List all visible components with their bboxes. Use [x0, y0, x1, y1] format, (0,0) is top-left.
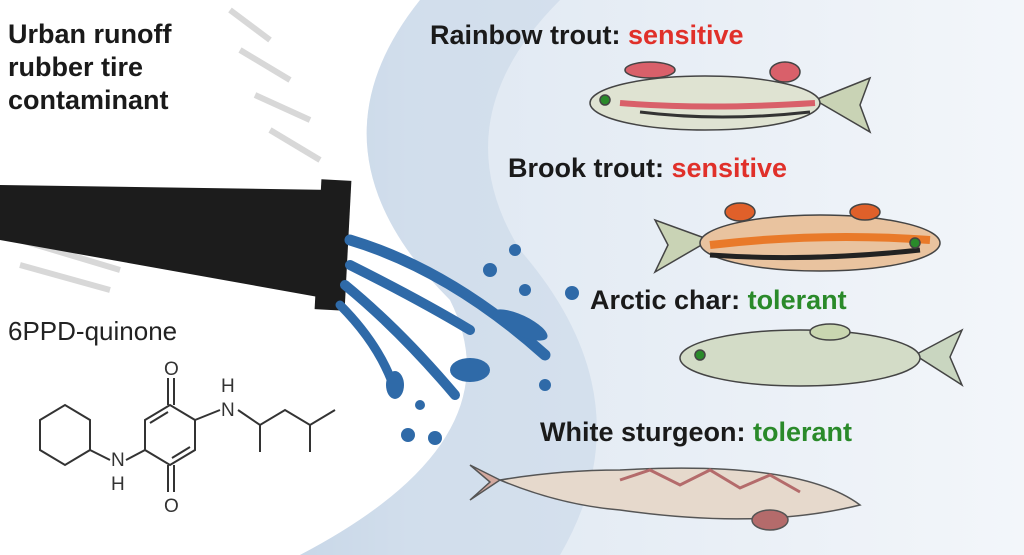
chem-atom-labels: O O N H N H	[111, 359, 235, 517]
species-label-rainbow-trout: Rainbow trout: sensitive	[430, 20, 744, 50]
compound-name: 6PPD-quinone	[8, 316, 177, 346]
water-drops	[386, 244, 579, 445]
atom-o-top: O	[164, 359, 179, 380]
rainbow-trout-illustration	[589, 61, 872, 134]
species-label-arctic-char: Arctic char: tolerant	[590, 285, 847, 315]
brook-trout-illustration	[653, 202, 941, 274]
atom-n-right: N	[221, 400, 235, 421]
species-label-white-sturgeon: White sturgeon: tolerant	[540, 417, 852, 447]
title-line-1: Urban runoff	[8, 19, 172, 49]
title-line-2: rubber tire	[8, 52, 143, 82]
white-sturgeon-illustration	[469, 464, 862, 531]
atom-h-left: H	[111, 474, 125, 495]
title-line-3: contaminant	[8, 85, 169, 115]
atom-n-left: N	[111, 450, 125, 471]
species-label-brook-trout: Brook trout: sensitive	[508, 153, 787, 183]
pipe	[0, 179, 352, 311]
arctic-char-illustration	[679, 323, 964, 387]
atom-o-bottom: O	[164, 496, 179, 517]
chemical-structure	[39, 378, 336, 492]
atom-h-right: H	[221, 376, 235, 397]
